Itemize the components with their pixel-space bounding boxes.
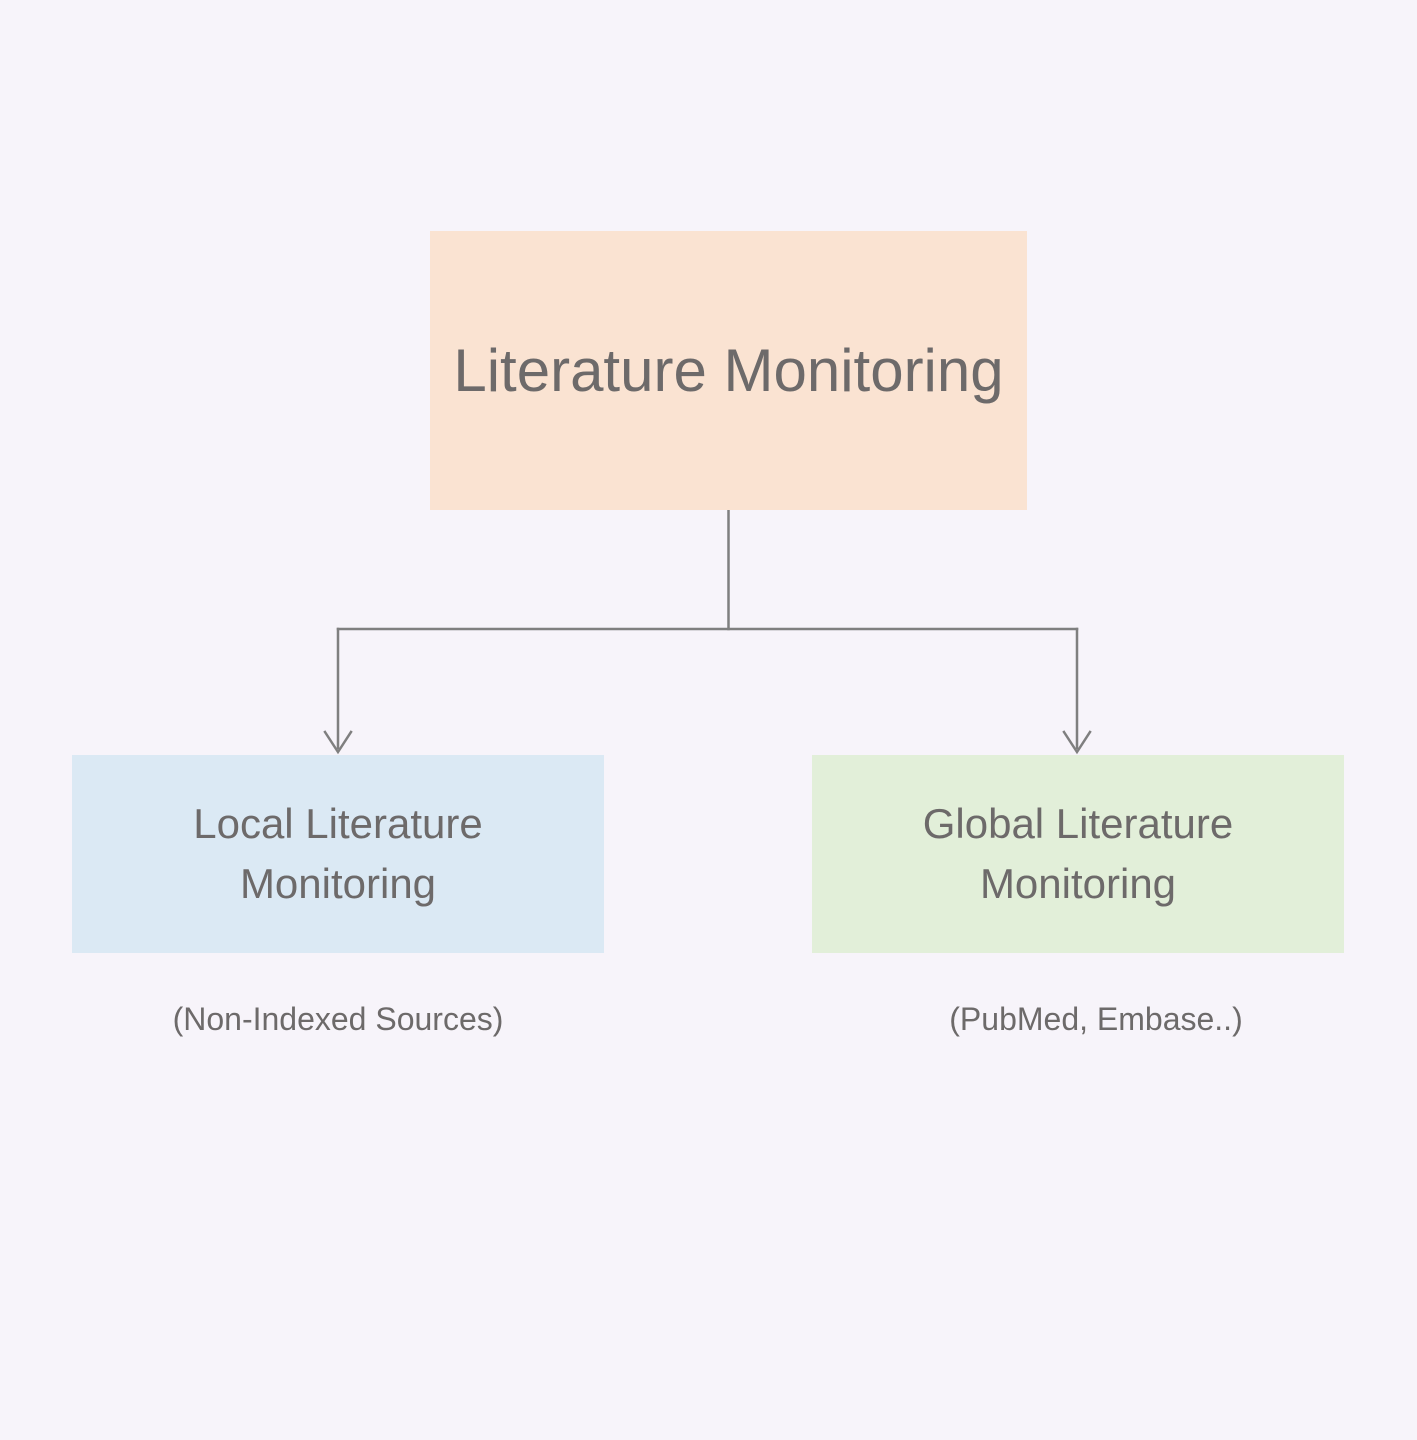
node-global-literature-monitoring-label: Global Literature Monitoring (922, 800, 1234, 907)
node-literature-monitoring: Literature Monitoring (430, 231, 1027, 510)
node-literature-monitoring-label: Literature Monitoring (453, 337, 1004, 404)
arrowhead-right-icon (1062, 730, 1092, 755)
node-local-literature-monitoring-label: Local Literature Monitoring (193, 800, 483, 907)
node-global-literature-monitoring: Global Literature Monitoring (812, 755, 1344, 953)
caption-pubmed-embase: (PubMed, Embase..) (949, 1001, 1243, 1037)
node-local-literature-monitoring: Local Literature Monitoring (72, 755, 604, 953)
caption-non-indexed-sources: (Non-Indexed Sources) (172, 1001, 504, 1037)
arrowhead-left-icon (323, 730, 353, 755)
